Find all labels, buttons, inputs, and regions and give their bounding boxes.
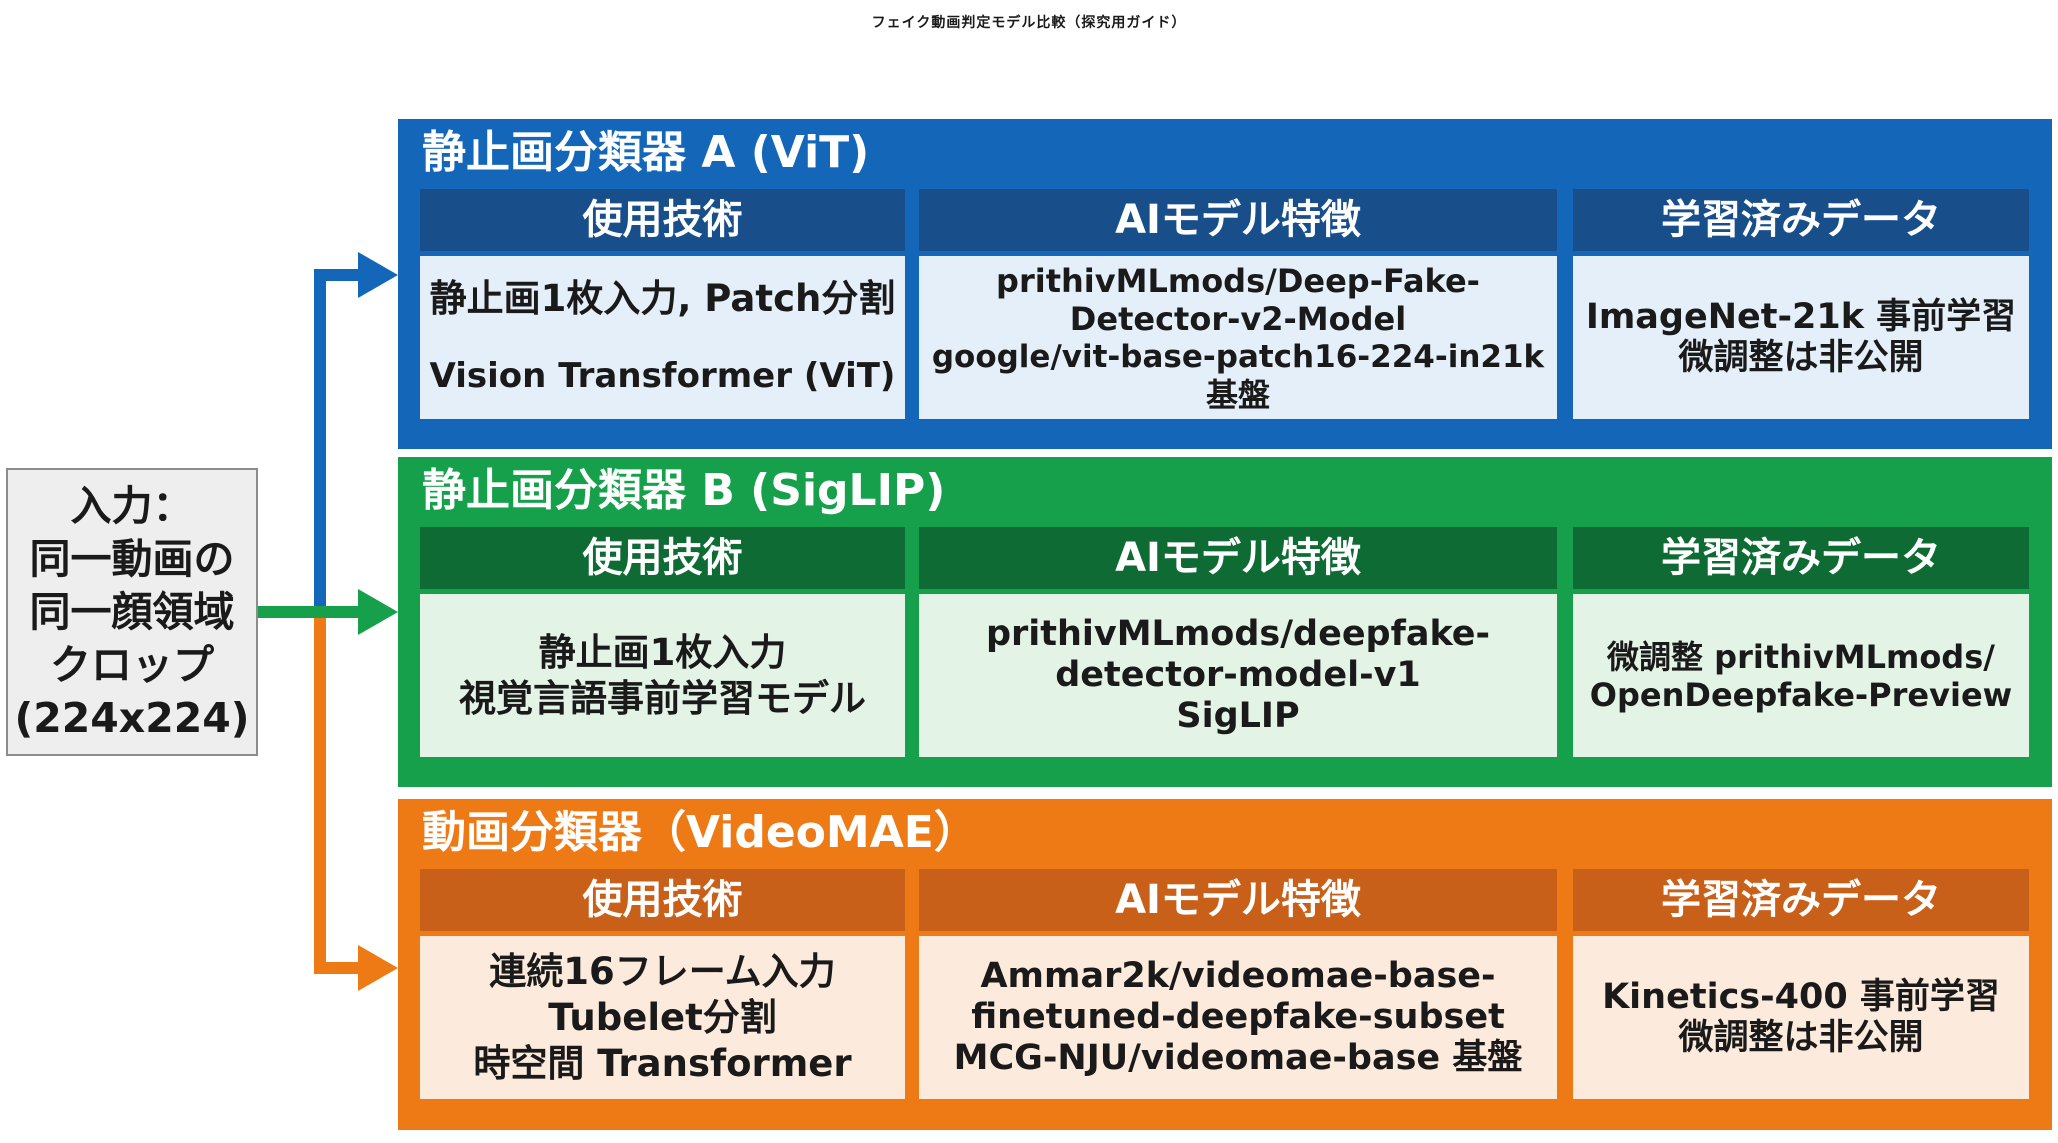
tech-cell: 連続16フレーム入力 Tubelet分割 時空間 Transformer [420, 936, 905, 1099]
column-tech: 使用技術 連続16フレーム入力 Tubelet分割 時空間 Transforme… [420, 869, 905, 1099]
column-header: AIモデル特徴 [919, 869, 1557, 931]
model-line: finetuned-deepfake-subset [971, 997, 1505, 1037]
data-line: 微調整 prithivMLmods/ [1607, 637, 1995, 676]
model-line: 基盤 [1205, 375, 1270, 414]
arrowhead-panel-b [358, 589, 398, 635]
input-box: 入力： 同一動画の 同一顔領域 クロップ (224x224) [6, 468, 258, 756]
column-header: 学習済みデータ [1573, 527, 2029, 589]
tech-line: 静止画1枚入力 [538, 630, 787, 674]
arrow-to-panel-video [314, 612, 360, 974]
column-data: 学習済みデータ Kinetics-400 事前学習 微調整は非公開 [1573, 869, 2029, 1099]
data-line: ImageNet-21k 事前学習 [1585, 296, 2017, 337]
page-title: フェイク動画判定モデル比較（探究用ガイド） [871, 15, 1187, 31]
model-line: Ammar2k/videomae-base- [980, 956, 1496, 996]
model-line: google/vit-base-patch16-224-in21k [931, 338, 1545, 375]
column-header: 使用技術 [420, 189, 905, 251]
arrowhead-panel-video [358, 945, 398, 991]
panel-title: 動画分類器（VideoMAE） [422, 807, 978, 858]
tech-line: 時空間 Transformer [473, 1041, 852, 1085]
model-line: MCG-NJU/videomae-base 基盤 [953, 1038, 1523, 1078]
model-line: SigLIP [1176, 696, 1300, 736]
data-line: 微調整は非公開 [1678, 1017, 1924, 1058]
column-tech: 使用技術 静止画1枚入力 視覚言語事前学習モデル [420, 527, 905, 757]
model-line: prithivMLmods/Deep-Fake- [996, 261, 1480, 300]
input-line: (224x224) [14, 693, 250, 742]
data-line: 微調整は非公開 [1678, 337, 1924, 378]
tech-line: 静止画1枚入力, Patch分割 [429, 276, 896, 320]
column-model: AIモデル特徴 prithivMLmods/deepfake- detector… [919, 527, 1557, 757]
column-data: 学習済みデータ ImageNet-21k 事前学習 微調整は非公開 [1573, 189, 2029, 419]
column-header: 学習済みデータ [1573, 869, 2029, 931]
panel-videomae: 動画分類器（VideoMAE） 使用技術 連続16フレーム入力 Tubelet分… [398, 799, 2052, 1130]
model-line: detector-model-v1 [1055, 655, 1421, 695]
input-line: クロップ [50, 640, 214, 689]
data-cell: 微調整 prithivMLmods/ OpenDeepfake-Preview [1573, 594, 2029, 757]
input-line: 入力： [70, 481, 194, 530]
tech-cell: 静止画1枚入力 視覚言語事前学習モデル [420, 594, 905, 757]
data-line: Kinetics-400 事前学習 [1602, 976, 2000, 1017]
model-cell: prithivMLmods/deepfake- detector-model-v… [919, 594, 1557, 757]
column-model: AIモデル特徴 prithivMLmods/Deep-Fake- Detecto… [919, 189, 1557, 419]
column-header: 使用技術 [420, 527, 905, 589]
arrowhead-panel-a [358, 252, 398, 298]
data-cell: ImageNet-21k 事前学習 微調整は非公開 [1573, 256, 2029, 419]
model-cell: Ammar2k/videomae-base- finetuned-deepfak… [919, 936, 1557, 1099]
panel-vit: 静止画分類器 A (ViT) 使用技術 静止画1枚入力, Patch分割 Vis… [398, 119, 2052, 449]
model-line: Detector-v2-Model [1069, 299, 1407, 338]
column-header: AIモデル特徴 [919, 527, 1557, 589]
tech-line: 視覚言語事前学習モデル [459, 676, 866, 720]
arrow-to-panel-a [258, 269, 360, 618]
column-header: 学習済みデータ [1573, 189, 2029, 251]
data-line: OpenDeepfake-Preview [1589, 675, 2013, 714]
column-tech: 使用技術 静止画1枚入力, Patch分割 Vision Transformer… [420, 189, 905, 419]
column-data: 学習済みデータ 微調整 prithivMLmods/ OpenDeepfake-… [1573, 527, 2029, 757]
tech-line: Tubelet分割 [548, 995, 777, 1039]
data-cell: Kinetics-400 事前学習 微調整は非公開 [1573, 936, 2029, 1099]
input-line: 同一顔領域 [29, 587, 235, 636]
column-header: AIモデル特徴 [919, 189, 1557, 251]
column-model: AIモデル特徴 Ammar2k/videomae-base- finetuned… [919, 869, 1557, 1099]
model-line: prithivMLmods/deepfake- [985, 614, 1491, 654]
panel-siglip: 静止画分類器 B (SigLIP) 使用技術 静止画1枚入力 視覚言語事前学習モ… [398, 457, 2052, 787]
tech-cell: 静止画1枚入力, Patch分割 Vision Transformer (ViT… [420, 256, 905, 419]
model-cell: prithivMLmods/Deep-Fake- Detector-v2-Mod… [919, 256, 1557, 419]
input-line: 同一動画の [29, 534, 235, 583]
tech-line: 連続16フレーム入力 [489, 949, 836, 993]
column-header: 使用技術 [420, 869, 905, 931]
panel-title: 静止画分類器 A (ViT) [422, 127, 870, 178]
panel-title: 静止画分類器 B (SigLIP) [422, 465, 946, 516]
tech-line: Vision Transformer (ViT) [429, 356, 896, 397]
